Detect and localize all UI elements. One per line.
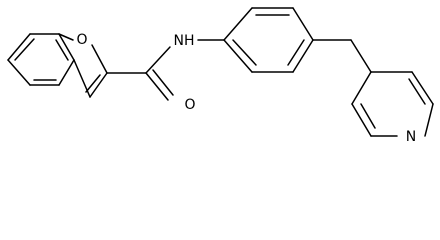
methylene-bridge [312, 39, 372, 73]
amide-nitrogen-label: NH [174, 33, 195, 49]
phenylene-ring [223, 7, 314, 73]
pyridine-nitrogen-label: N [406, 129, 416, 145]
benzene-ring [7, 33, 75, 86]
furan-oxygen-label: O [76, 32, 87, 48]
structure-diagram: O NH O N [7, 7, 434, 145]
molecule-structure: O NH O N [7, 7, 434, 145]
amide-linkage [106, 39, 225, 101]
furan-ring [58, 33, 108, 98]
pyridine-ring [351, 71, 434, 137]
carbonyl-oxygen-label: O [184, 97, 195, 113]
